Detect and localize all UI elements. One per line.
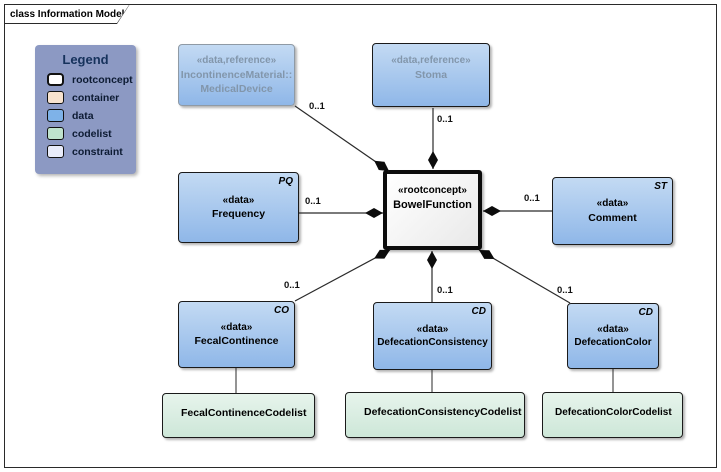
class-name: Comment <box>588 211 637 224</box>
class-name: Stoma <box>414 68 448 81</box>
type-tag: ST <box>654 181 667 192</box>
stereotype-label: «data» <box>416 323 449 335</box>
stereotype-label: «data,reference» <box>196 55 277 67</box>
stereotype-label: «data» <box>596 198 629 210</box>
stereotype-label: «rootconcept» <box>398 185 467 196</box>
legend-item-label: constraint <box>72 145 123 158</box>
multiplicity-label: 0..1 <box>437 114 453 125</box>
legend-item-codelist: codelist <box>35 127 136 140</box>
class-box-incontinencematerial-medicaldevice[interactable]: «data,reference» IncontinenceMaterial:: … <box>178 44 295 106</box>
legend-item-label: container <box>72 91 120 104</box>
legend-item-data: data <box>35 109 136 122</box>
legend-item-container: container <box>35 91 136 104</box>
data-swatch <box>47 109 64 122</box>
stereotype-label: «data» <box>597 323 629 335</box>
codelist-name: FecalContinenceCodelist <box>181 406 307 419</box>
codelist-swatch <box>47 127 64 140</box>
class-name: BowelFunction <box>393 198 472 211</box>
legend: Legend rootconcept container data codeli… <box>35 45 136 174</box>
class-box-fecalcontinence[interactable]: CO «data» FecalContinence <box>178 301 295 368</box>
type-tag: CD <box>638 307 653 318</box>
legend-item-constraint: constraint <box>35 145 136 158</box>
class-box-stoma[interactable]: «data,reference» Stoma <box>372 43 490 107</box>
rootconcept-swatch <box>47 73 64 86</box>
legend-item-label: codelist <box>72 127 112 140</box>
class-box-defecationcolor[interactable]: CD «data» DefecationColor <box>567 303 659 369</box>
class-name: DefecationColor <box>574 337 652 348</box>
codelist-box-defecationcolorcodelist[interactable]: DefecationColorCodelist <box>542 392 683 438</box>
class-box-defecationconsistency[interactable]: CD «data» DefecationConsistency <box>373 302 492 370</box>
class-name: DefecationConsistency <box>377 337 488 348</box>
codelist-name: DefecationConsistencyCodelist <box>364 406 522 418</box>
multiplicity-label: 0..1 <box>309 101 325 112</box>
constraint-swatch <box>47 145 64 158</box>
type-tag: CD <box>471 306 486 317</box>
type-tag: PQ <box>278 176 293 187</box>
diagram-frame <box>4 4 717 468</box>
legend-item-rootconcept: rootconcept <box>35 73 136 86</box>
class-name: FecalContinence <box>194 335 279 348</box>
legend-item-label: data <box>72 109 94 122</box>
multiplicity-label: 0..1 <box>284 280 300 291</box>
diagram-tab-title: class Information Model <box>10 8 125 20</box>
codelist-box-defecationconsistencycodelist[interactable]: DefecationConsistencyCodelist <box>345 392 525 438</box>
legend-title: Legend <box>62 52 109 67</box>
class-box-bowelfunction[interactable]: «rootconcept» BowelFunction <box>383 170 482 250</box>
multiplicity-label: 0..1 <box>437 285 453 296</box>
codelist-box-fecalcontinencecodelist[interactable]: FecalContinenceCodelist <box>162 393 315 438</box>
multiplicity-label: 0..1 <box>305 196 321 207</box>
class-box-comment[interactable]: ST «data» Comment <box>552 177 673 245</box>
class-name: MedicalDevice <box>200 82 273 95</box>
type-tag: CO <box>274 305 289 316</box>
stereotype-label: «data,reference» <box>391 55 471 66</box>
class-name: IncontinenceMaterial:: <box>180 68 293 81</box>
container-swatch <box>47 91 64 104</box>
class-name: Frequency <box>211 208 266 221</box>
codelist-name: DefecationColorCodelist <box>555 406 672 418</box>
diagram-tab: class Information Model <box>4 4 130 24</box>
multiplicity-label: 0..1 <box>524 193 540 204</box>
multiplicity-label: 0..1 <box>557 285 573 296</box>
stereotype-label: «data» <box>222 194 255 206</box>
legend-item-label: rootconcept <box>72 73 133 86</box>
stereotype-label: «data» <box>220 321 253 333</box>
class-box-frequency[interactable]: PQ «data» Frequency <box>178 172 299 243</box>
